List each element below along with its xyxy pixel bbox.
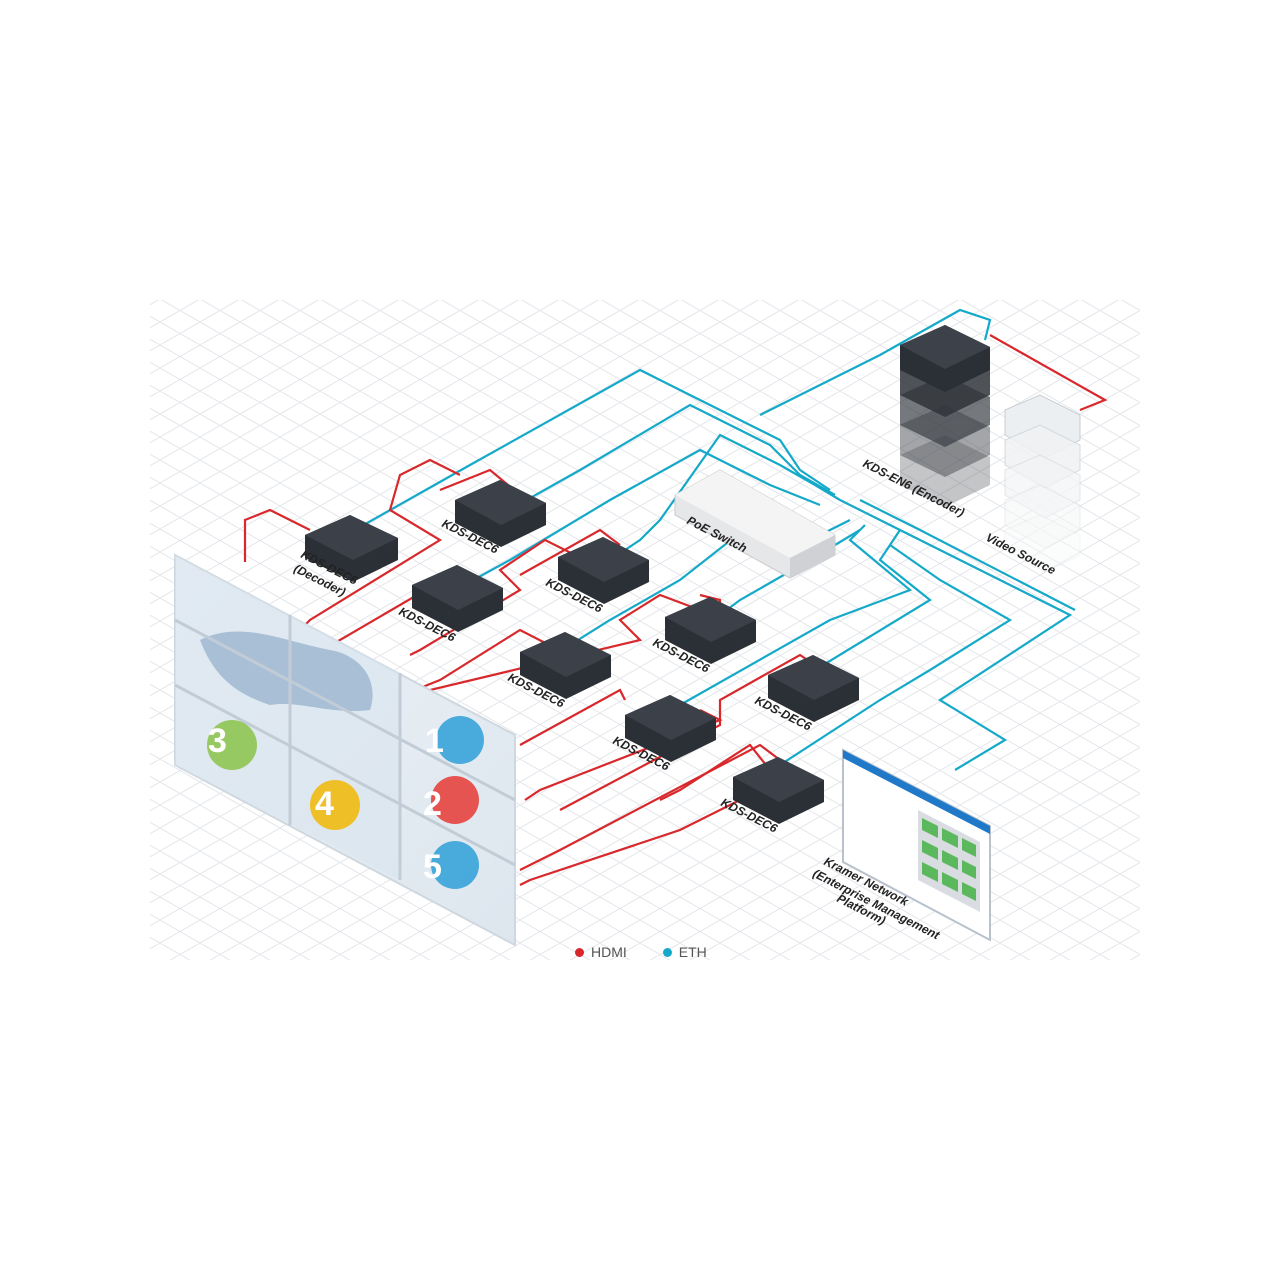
decoders — [305, 480, 859, 824]
decoder-6 — [665, 597, 756, 664]
decoder-8 — [768, 655, 859, 722]
wall-number-2: 2 — [423, 785, 442, 823]
kramer-network-screen — [842, 748, 991, 942]
decoder-9 — [733, 757, 824, 824]
decoder-5 — [520, 632, 611, 699]
wall-number-5: 5 — [423, 848, 442, 886]
video-wall: 1 2 3 4 5 — [174, 553, 516, 947]
legend-eth: ETH — [662, 944, 707, 960]
decoder-4 — [558, 537, 649, 604]
poe-switch — [674, 469, 836, 579]
decoder-2 — [455, 480, 546, 547]
hdmi-dot-icon — [575, 947, 584, 957]
video-source-stack — [1004, 394, 1081, 573]
decoder-1 — [305, 515, 398, 582]
wall-number-1: 1 — [425, 722, 444, 760]
eth-cables — [359, 308, 1076, 771]
legend-hdmi-label: HDMI — [591, 944, 627, 960]
encoder-stack — [900, 325, 990, 507]
wall-number-4: 4 — [315, 785, 334, 823]
wall-number-3: 3 — [208, 722, 227, 760]
legend-eth-label: ETH — [678, 944, 707, 960]
legend-hdmi: HDMI — [575, 944, 627, 960]
eth-dot-icon — [662, 947, 672, 957]
legend: HDMI ETH — [575, 944, 707, 960]
decoder-7 — [625, 695, 716, 762]
decoder-3 — [412, 565, 503, 632]
